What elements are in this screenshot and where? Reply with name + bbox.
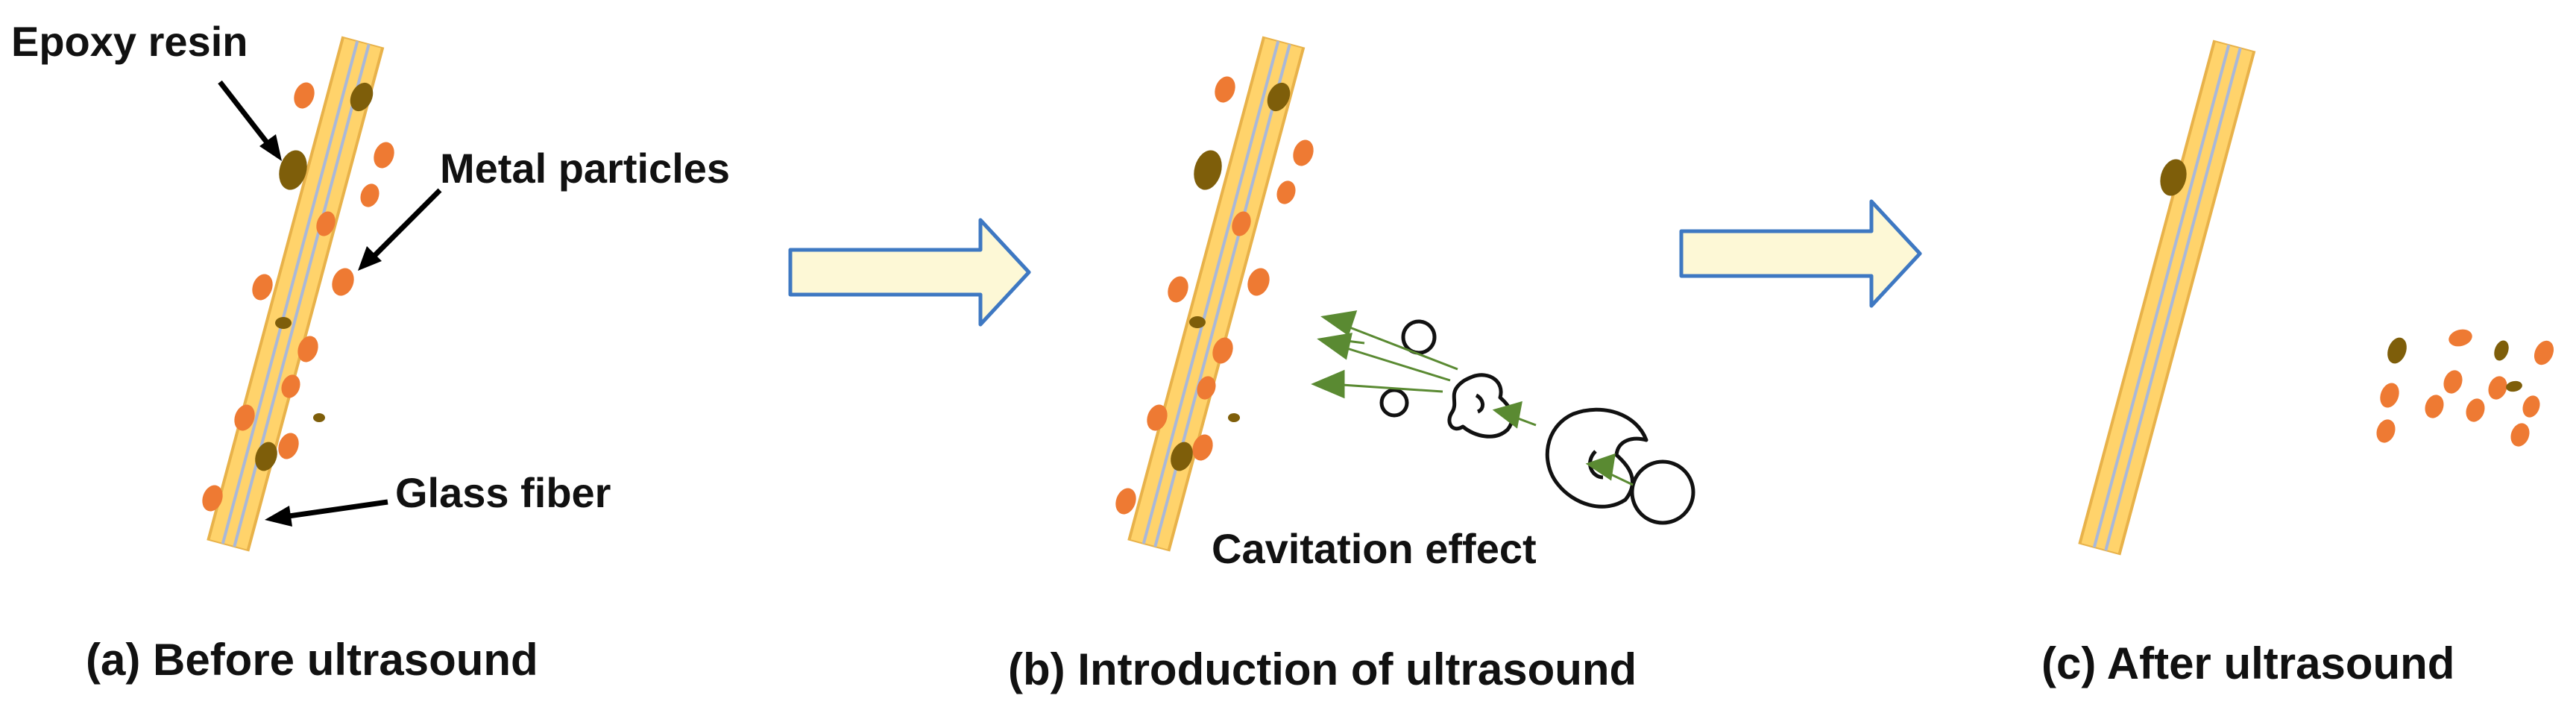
process-arrow-2 <box>1679 199 1922 308</box>
panel-introduction-of-ultrasound: Cavitation effect (b) Introduction of ul… <box>1008 36 1695 694</box>
cavitation-effect-label: Cavitation effect <box>1212 525 1537 572</box>
metal-particles-a <box>202 82 394 512</box>
flow-arrowhead-4 <box>1492 401 1522 429</box>
flow-arrowhead-3 <box>1311 369 1345 399</box>
metal-particles-pointer-arrow <box>358 188 442 271</box>
epoxy-resin-pointer-arrow <box>218 80 282 161</box>
glass-fiber-pointer-arrow <box>265 499 388 527</box>
cavitation-bubbles <box>1379 319 1695 525</box>
glass-fiber-b <box>1127 36 1306 552</box>
epoxy-resin-label: Epoxy resin <box>11 18 248 65</box>
bubble-large <box>1630 459 1695 525</box>
flow-arrowhead-2 <box>1317 333 1352 360</box>
detached-epoxy-resin-particles <box>2387 337 2522 392</box>
glass-fiber-label: Glass fiber <box>395 469 611 516</box>
caption-after-ultrasound: (c) After ultrasound <box>2041 638 2454 688</box>
epoxy-resin-particle-c <box>2160 159 2187 196</box>
metal-particles-label: Metal particles <box>440 145 730 192</box>
glass-fiber-a <box>207 36 385 552</box>
metal-particles-b <box>1115 76 1314 515</box>
detached-particles <box>2376 329 2554 447</box>
epoxy-resin-particles-b <box>1171 82 1291 471</box>
bubble-small-bottom <box>1379 388 1409 418</box>
caption-before-ultrasound: (a) Before ultrasound <box>86 635 538 685</box>
caption-introduction-of-ultrasound: (b) Introduction of ultrasound <box>1008 644 1637 694</box>
process-arrow-1 <box>788 218 1031 327</box>
bubble-small-top <box>1401 319 1437 355</box>
bubble-collapsing <box>1447 373 1514 439</box>
epoxy-resin-particles-a <box>255 82 374 471</box>
flow-arrowhead-5 <box>1585 453 1616 481</box>
detached-metal-particles <box>2376 329 2554 447</box>
panel-before-ultrasound: Epoxy resin Metal particles Glass fiber … <box>11 18 730 685</box>
panel-after-ultrasound: (c) After ultrasound <box>2041 40 2554 688</box>
glass-fiber-c <box>2078 40 2256 556</box>
flow-arrowhead-1 <box>1320 310 1358 336</box>
flow-arrows <box>1311 310 1634 486</box>
